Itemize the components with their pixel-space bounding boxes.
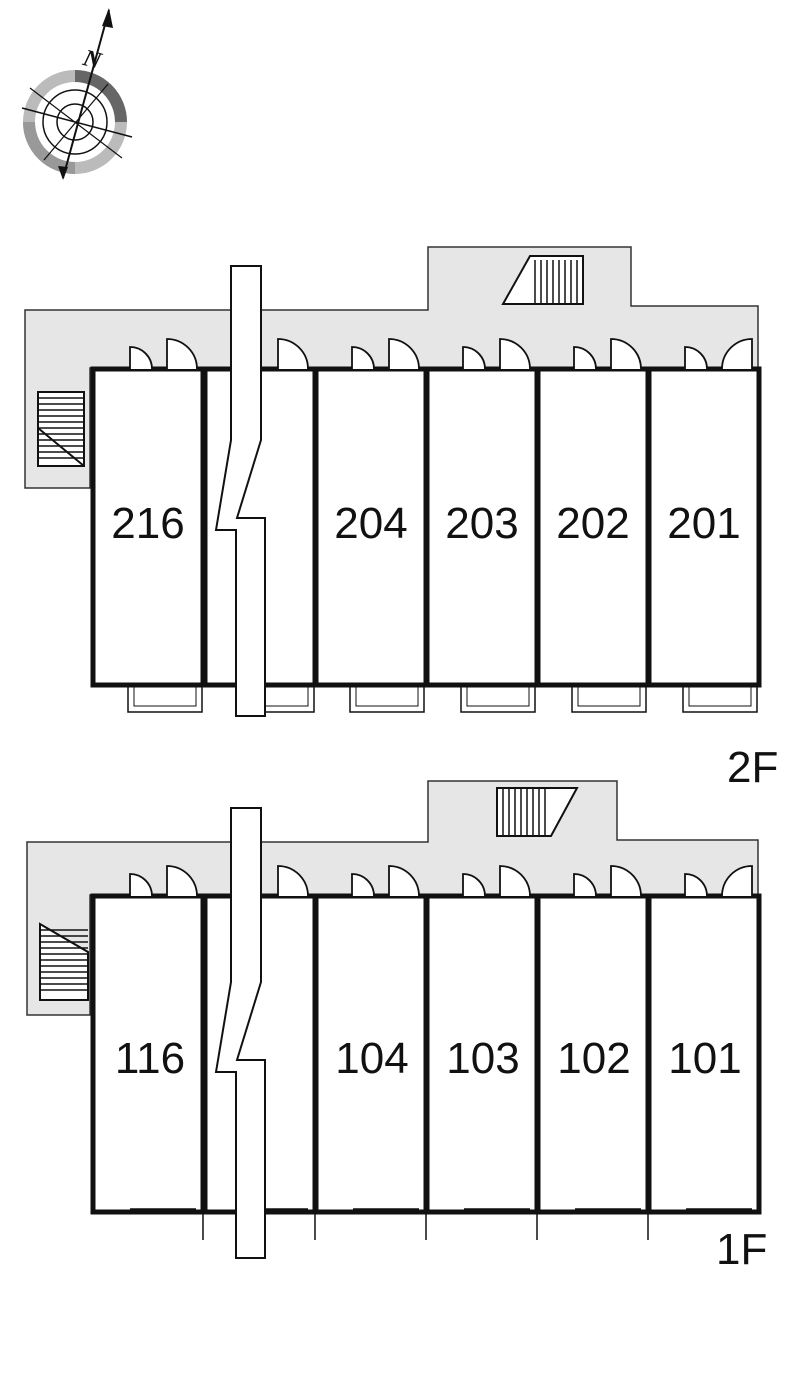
unit-number: 201 [667,499,740,548]
stairs-top-1f [496,787,579,837]
balcony [571,685,647,713]
unit-number: 101 [668,1034,741,1083]
compass-north-label: N [79,45,105,75]
unit-number: 102 [557,1034,630,1083]
unit-number: 104 [335,1034,408,1083]
stairs-left-1f [39,922,89,1001]
balcony [460,685,536,713]
balcony [349,685,425,713]
unit-room [313,366,429,688]
stairs-left-2f [37,391,85,467]
corridor-1f [26,780,759,1016]
unit-room [424,893,540,1215]
floor-1f: 116 104 103 102 101 1F [26,780,767,1274]
unit-number: 202 [556,499,629,548]
floor-label-2f: 2F [727,743,778,792]
omission-break-2f [214,265,266,717]
unit-number: 203 [445,499,518,548]
omission-break-1f [214,807,266,1259]
door-icons-2f [129,338,753,370]
unit-number: 116 [115,1034,185,1083]
unit-number: 204 [334,499,407,548]
balcony [682,685,758,713]
unit-number: 103 [446,1034,519,1083]
unit-room [90,893,206,1215]
door-icons-1f [129,865,753,897]
floor-2f: 216 204 203 202 201 2F [24,246,778,792]
stairs-top-2f [501,255,584,305]
balcony [127,685,203,713]
compass-rose-icon: N [21,8,133,180]
unit-room [646,366,762,688]
unit-number: 216 [111,499,184,548]
floor-label-1f: 1F [716,1225,767,1274]
